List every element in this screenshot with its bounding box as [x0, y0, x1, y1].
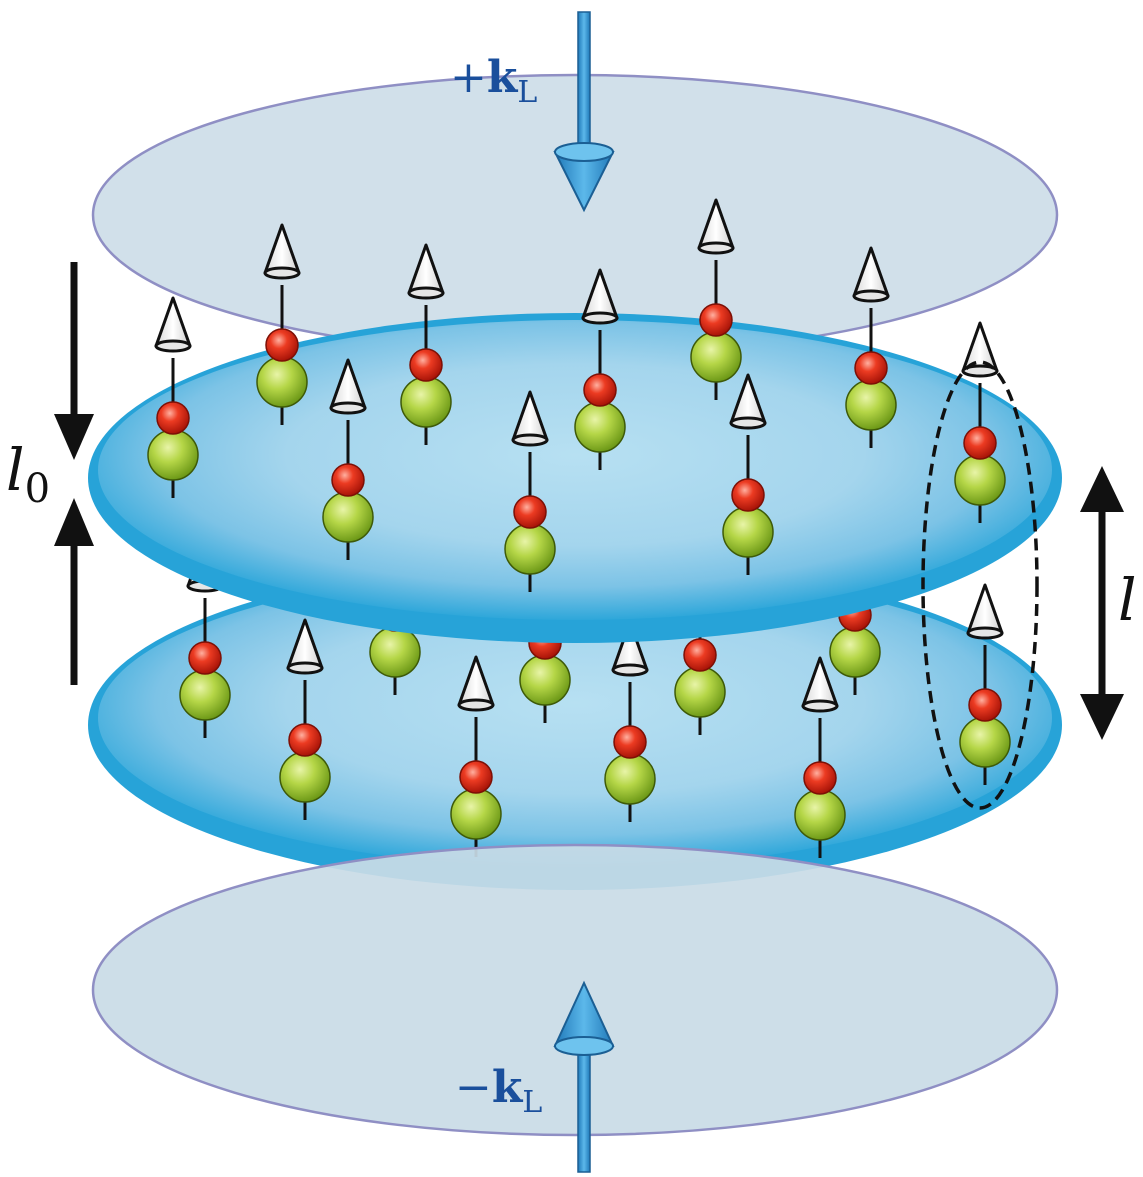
bottom-laser-plane: [91, 843, 1059, 1137]
bottom-wavevector-label: −kL: [455, 1062, 542, 1120]
l-dimension-arrow: [1080, 466, 1124, 740]
bottom-laser-arrow: [553, 980, 615, 1173]
l-label: l: [1118, 566, 1137, 634]
l0-label: l0: [6, 436, 50, 512]
interlayer-pair-highlight: [921, 360, 1039, 810]
upper-lattice-layer: [98, 320, 1052, 620]
top-laser-arrow: [553, 11, 615, 213]
l0-dimension-arrows: [54, 262, 94, 685]
top-wavevector-label: +kL: [450, 52, 537, 110]
